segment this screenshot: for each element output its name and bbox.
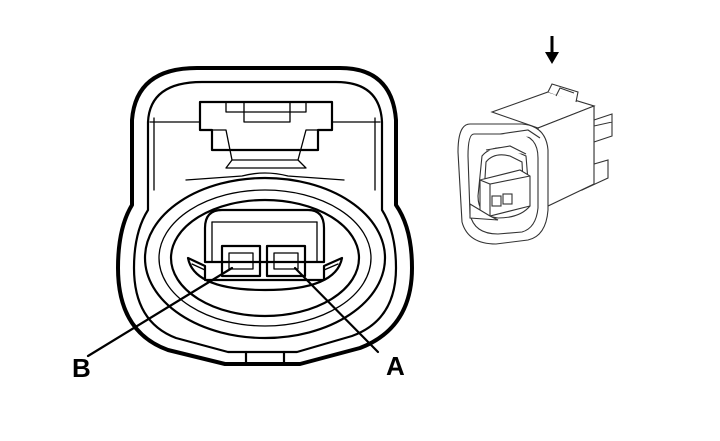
leader-line-a bbox=[293, 266, 380, 354]
housing-outer-outline bbox=[116, 66, 414, 366]
connector-isometric-view bbox=[457, 36, 613, 245]
locking-latch bbox=[149, 100, 381, 169]
pin-a-terminal bbox=[265, 244, 307, 278]
pin-b-label: B bbox=[72, 353, 91, 383]
seal-ring-inner bbox=[169, 198, 361, 318]
pin-a-label: A bbox=[386, 351, 405, 381]
housing-inner-outline bbox=[132, 80, 398, 354]
seal-ring-middle bbox=[158, 189, 372, 327]
bottom-key-tab bbox=[244, 350, 286, 366]
seal-ring-outer bbox=[143, 176, 387, 340]
leader-line-b bbox=[86, 266, 234, 358]
pin-b-terminal bbox=[220, 244, 262, 278]
connector-front-view bbox=[86, 66, 414, 366]
down-arrow-icon bbox=[545, 36, 559, 64]
terminal-cavity bbox=[186, 208, 344, 292]
